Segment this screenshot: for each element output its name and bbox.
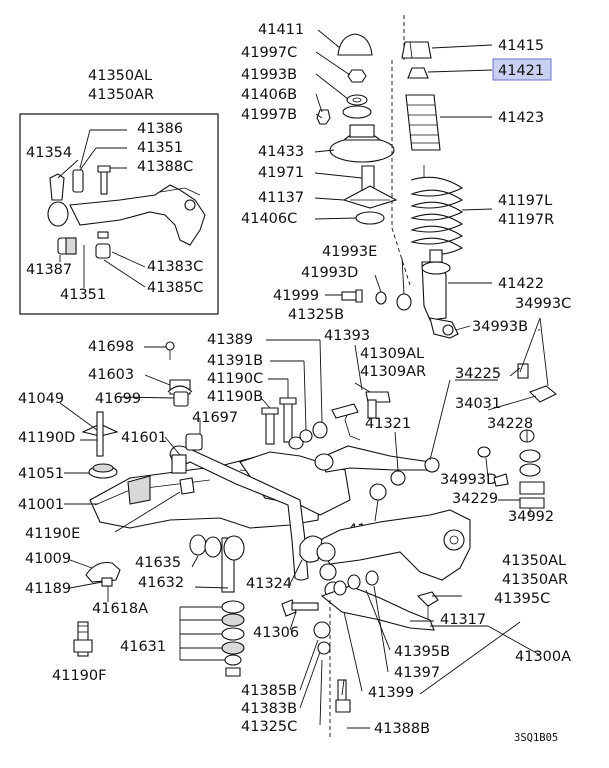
part-label-41698[interactable]: 41698 bbox=[88, 339, 134, 355]
part-label-34992[interactable]: 34992 bbox=[508, 509, 554, 525]
part-label-34225[interactable]: 34225 bbox=[455, 366, 501, 382]
part-label-41388B[interactable]: 41388B bbox=[374, 721, 430, 737]
stabilizer-link-drawing bbox=[179, 534, 245, 677]
part-label-41406B[interactable]: 41406B bbox=[241, 87, 297, 103]
part-label-41993D[interactable]: 41993D bbox=[301, 265, 358, 281]
part-label-34228[interactable]: 34228 bbox=[487, 416, 533, 432]
part-label-41395B[interactable]: 41395B bbox=[394, 644, 450, 660]
inset-upper-arm-drawing bbox=[47, 165, 206, 259]
part-label-41190D[interactable]: 41190D bbox=[18, 430, 75, 446]
part-label-41324[interactable]: 41324 bbox=[246, 576, 292, 592]
part-label-41197R[interactable]: 41197R bbox=[498, 212, 554, 228]
part-label-41386[interactable]: 41386 bbox=[137, 121, 183, 137]
part-label-41415[interactable]: 41415 bbox=[498, 38, 544, 54]
trailing-arm-drawing bbox=[281, 363, 558, 713]
part-label-41351-upper[interactable]: 41351 bbox=[137, 140, 183, 156]
part-label-41603[interactable]: 41603 bbox=[88, 367, 134, 383]
part-label-41001[interactable]: 41001 bbox=[18, 497, 64, 513]
part-label-41631[interactable]: 41631 bbox=[120, 639, 166, 655]
part-label-41421-highlight bbox=[492, 58, 552, 81]
strut-top-leaders bbox=[314, 29, 363, 220]
part-label-41411[interactable]: 41411 bbox=[258, 22, 304, 38]
part-label-41387[interactable]: 41387 bbox=[26, 262, 72, 278]
part-label-41137[interactable]: 41137 bbox=[258, 190, 304, 206]
part-label-41997B[interactable]: 41997B bbox=[241, 107, 297, 123]
part-label-41699[interactable]: 41699 bbox=[95, 391, 141, 407]
part-label-41354[interactable]: 41354 bbox=[26, 145, 72, 161]
part-label-41189[interactable]: 41189 bbox=[25, 581, 71, 597]
inset-leader-lines bbox=[57, 129, 146, 288]
part-label-41009[interactable]: 41009 bbox=[25, 551, 71, 567]
part-label-41190E[interactable]: 41190E bbox=[25, 526, 80, 542]
part-label-41395C[interactable]: 41395C bbox=[494, 591, 550, 607]
part-label-41321[interactable]: 41321 bbox=[365, 416, 411, 432]
part-label-34993B[interactable]: 34993B bbox=[472, 319, 528, 335]
part-label-41317[interactable]: 41317 bbox=[440, 612, 486, 628]
part-label-41635[interactable]: 41635 bbox=[135, 555, 181, 571]
part-label-41997C[interactable]: 41997C bbox=[241, 45, 297, 61]
part-label-41350AL-inset[interactable]: 41350AL bbox=[88, 68, 152, 84]
subframe-drawing bbox=[89, 341, 351, 581]
part-label-41350AL[interactable]: 41350AL bbox=[502, 553, 566, 569]
part-label-41350AR-inset[interactable]: 41350AR bbox=[88, 87, 154, 103]
part-label-41190F[interactable]: 41190F bbox=[52, 668, 106, 684]
part-label-41423[interactable]: 41423 bbox=[498, 110, 544, 126]
diagram-code: 3SQ1B05 bbox=[514, 732, 558, 744]
part-label-41697[interactable]: 41697 bbox=[192, 410, 238, 426]
part-label-41999[interactable]: 41999 bbox=[273, 288, 319, 304]
part-label-34031[interactable]: 34031 bbox=[455, 396, 501, 412]
part-label-41351-lower[interactable]: 41351 bbox=[60, 287, 106, 303]
part-label-41422[interactable]: 41422 bbox=[498, 276, 544, 292]
part-label-41309AR[interactable]: 41309AR bbox=[360, 364, 426, 380]
part-label-41385B[interactable]: 41385B bbox=[241, 683, 297, 699]
part-label-41385C[interactable]: 41385C bbox=[147, 280, 203, 296]
part-label-41601[interactable]: 41601 bbox=[121, 430, 167, 446]
part-label-41383B[interactable]: 41383B bbox=[241, 701, 297, 717]
part-label-41397[interactable]: 41397 bbox=[394, 665, 440, 681]
part-label-41399[interactable]: 41399 bbox=[368, 685, 414, 701]
part-label-41433[interactable]: 41433 bbox=[258, 144, 304, 160]
small-hardware-mid bbox=[325, 257, 412, 311]
part-label-41325B[interactable]: 41325B bbox=[288, 307, 344, 323]
part-label-41618A[interactable]: 41618A bbox=[92, 601, 148, 617]
part-label-41993B[interactable]: 41993B bbox=[241, 67, 297, 83]
part-label-41190C[interactable]: 41190C bbox=[207, 371, 263, 387]
part-label-41190B[interactable]: 41190B bbox=[207, 389, 263, 405]
part-label-34993C[interactable]: 34993C bbox=[515, 296, 571, 312]
part-label-34993D[interactable]: 34993D bbox=[440, 472, 497, 488]
part-label-41388C[interactable]: 41388C bbox=[137, 159, 193, 175]
subframe-leaders bbox=[119, 339, 323, 456]
part-label-41306[interactable]: 41306 bbox=[253, 625, 299, 641]
part-label-41993E[interactable]: 41993E bbox=[322, 244, 377, 260]
part-label-41300A[interactable]: 41300A bbox=[515, 649, 571, 665]
part-label-41049[interactable]: 41049 bbox=[18, 391, 64, 407]
trailing-arm-leaders bbox=[289, 317, 549, 740]
part-label-41632[interactable]: 41632 bbox=[138, 575, 184, 591]
part-label-41197L[interactable]: 41197L bbox=[498, 193, 552, 209]
part-label-41391B[interactable]: 41391B bbox=[207, 353, 263, 369]
part-label-41309AL[interactable]: 41309AL bbox=[360, 346, 424, 362]
part-label-34229[interactable]: 34229 bbox=[452, 491, 498, 507]
inset-frame bbox=[19, 113, 219, 315]
shock-leaders bbox=[427, 44, 493, 331]
part-label-41325C[interactable]: 41325C bbox=[241, 719, 297, 735]
shock-absorber-drawing bbox=[401, 41, 464, 339]
part-label-41406C[interactable]: 41406C bbox=[241, 211, 297, 227]
part-label-41393[interactable]: 41393 bbox=[324, 328, 370, 344]
part-label-41350AR[interactable]: 41350AR bbox=[502, 572, 568, 588]
part-label-41421[interactable]: 41421 bbox=[498, 63, 544, 79]
part-label-41383C[interactable]: 41383C bbox=[147, 259, 203, 275]
part-label-41389[interactable]: 41389 bbox=[207, 332, 253, 348]
part-label-41051[interactable]: 41051 bbox=[18, 466, 64, 482]
strut-top-drawing bbox=[316, 33, 398, 225]
part-label-41971[interactable]: 41971 bbox=[258, 165, 304, 181]
left-small-parts bbox=[59, 402, 195, 657]
